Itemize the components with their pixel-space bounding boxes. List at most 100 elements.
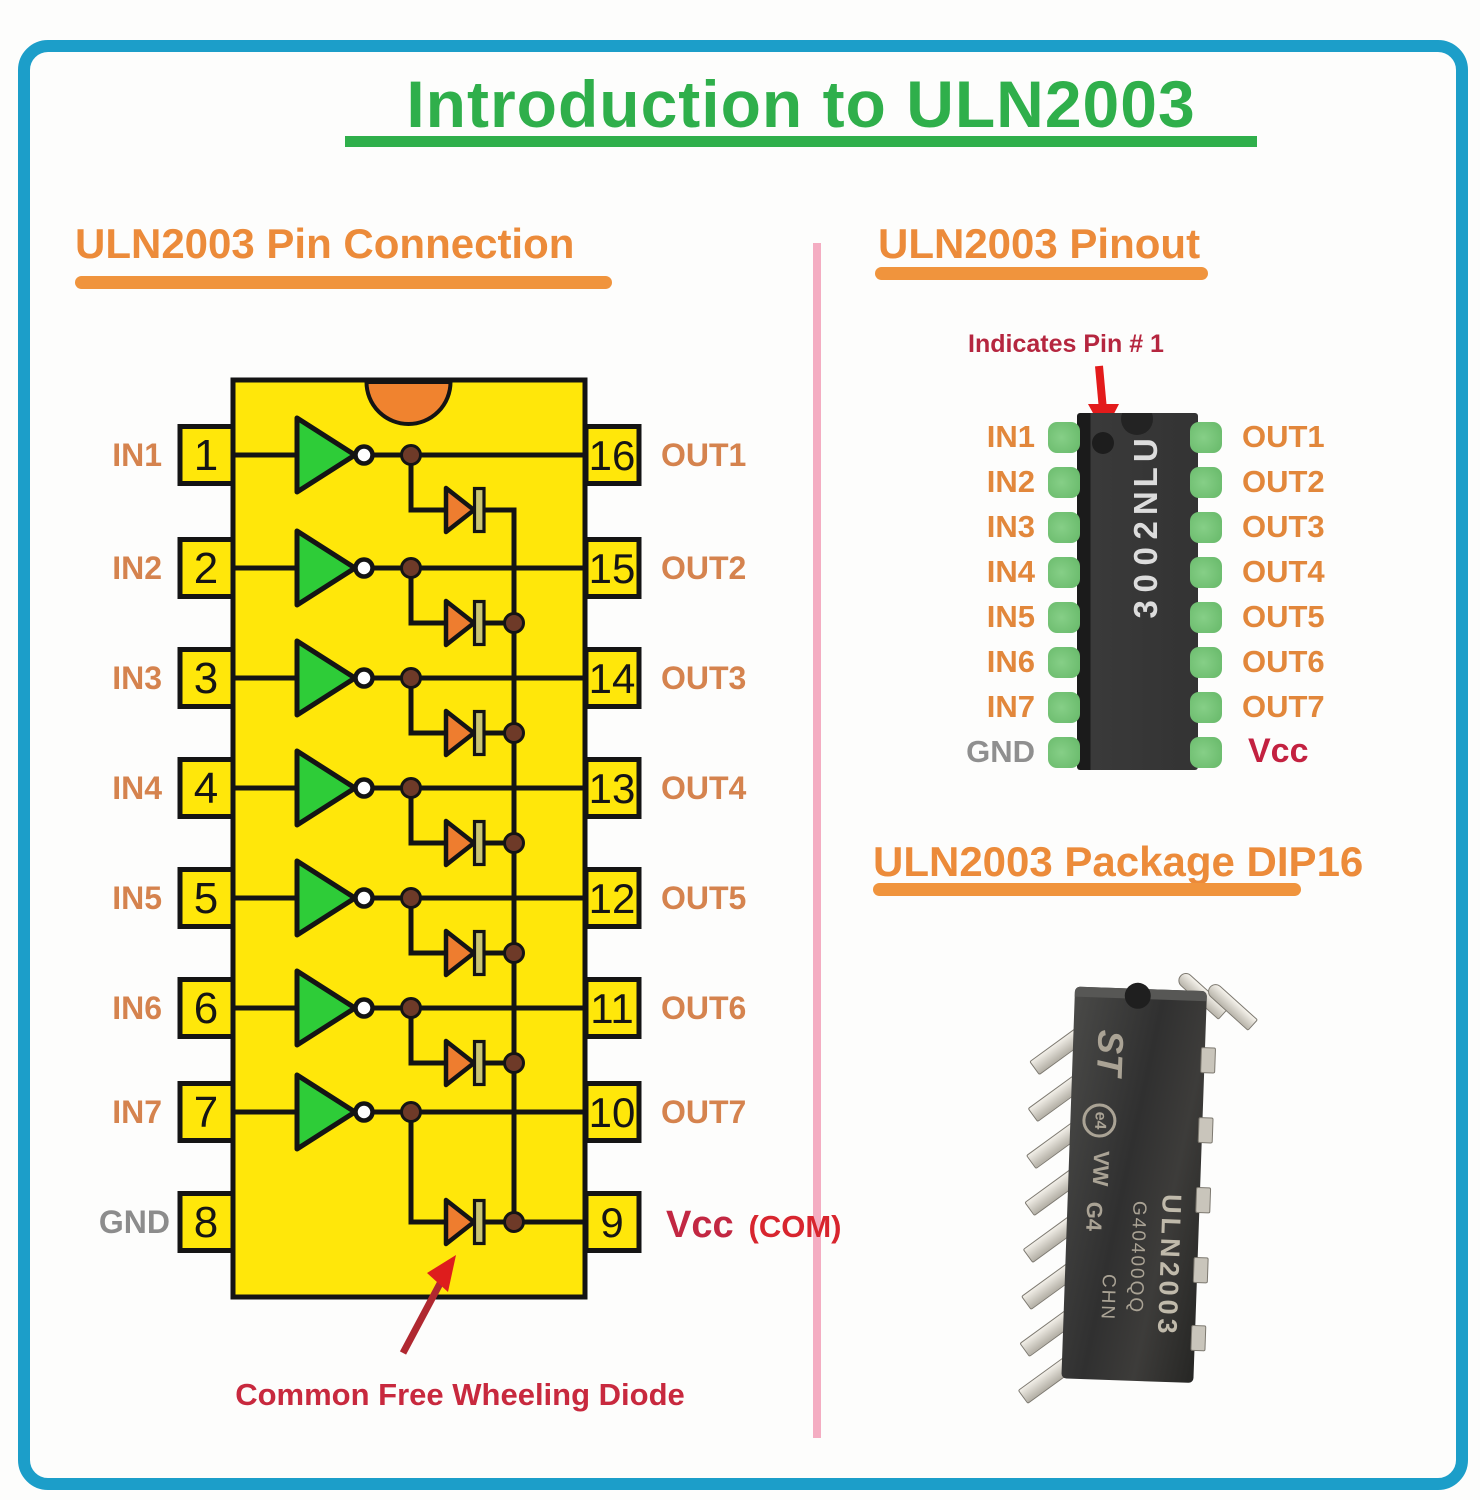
left-pin-numbers: 1 2 3 4 5 6 7 8 [194, 431, 218, 1247]
pin-number: 16 [589, 432, 636, 479]
pinout-heading-underline [875, 267, 1208, 280]
gnd-label: GND [99, 1204, 170, 1240]
pinout-label-gnd: GND [966, 734, 1035, 769]
dip-pin-9 [1190, 737, 1222, 768]
output-label: OUT1 [661, 437, 746, 473]
input-label: IN3 [112, 660, 162, 696]
junction-dots [400, 444, 525, 1233]
pinout-label-out4: OUT4 [1242, 554, 1325, 589]
input-wires [233, 452, 297, 1115]
page-title-underline [345, 136, 1257, 147]
marking-code-b: G4 [1081, 1201, 1108, 1232]
pin-number: 15 [589, 545, 636, 592]
pinout-label-out7: OUT7 [1242, 689, 1325, 724]
freewheel-diodes [443, 485, 477, 1247]
dip-pin-2 [1048, 467, 1080, 498]
pin-number: 11 [590, 985, 634, 1032]
lot-code-marking: G40400QQ [1124, 1200, 1150, 1315]
output-wires [372, 452, 586, 1115]
pin-number: 6 [194, 984, 218, 1033]
pin-number: 3 [194, 654, 218, 703]
pinout-label-out5: OUT5 [1242, 599, 1325, 634]
pinout-label-out2: OUT2 [1242, 464, 1325, 499]
pin1-indicator-dot [1092, 432, 1114, 454]
pinout-label-in2: IN2 [986, 464, 1035, 499]
pin-number: 1 [194, 431, 218, 480]
pinout-label-vcc: Vcc [1248, 732, 1309, 770]
input-labels: IN1 IN2 IN3 IN4 IN5 IN6 IN7 GND [99, 437, 170, 1240]
output-label: OUT2 [661, 550, 746, 586]
right-pin-boxes [583, 424, 642, 1253]
dip-pin-14 [1190, 512, 1222, 543]
output-label: OUT3 [661, 660, 746, 696]
output-label: OUT5 [661, 880, 746, 916]
page-border [18, 40, 1468, 1490]
output-label: OUT7 [661, 1094, 746, 1130]
chip-notch [1121, 413, 1153, 435]
output-label: OUT4 [661, 770, 747, 806]
pinout-label-out1: OUT1 [1242, 419, 1325, 454]
pinout-label-in1: IN1 [986, 419, 1035, 454]
section-divider [813, 243, 821, 1438]
diode-wires [408, 455, 446, 1225]
output-labels: OUT1 OUT2 OUT3 OUT4 OUT5 OUT6 OUT7 Vcc (… [661, 437, 842, 1246]
pin-number: 12 [589, 875, 636, 922]
pin-number: 13 [589, 765, 636, 812]
buffer-triangles [294, 415, 358, 1152]
dip-pin-1 [1048, 422, 1080, 453]
annotation-arrow-head [427, 1255, 456, 1292]
pinout-label-in4: IN4 [986, 554, 1035, 589]
input-label: IN2 [112, 550, 162, 586]
pinout-label-out3: OUT3 [1242, 509, 1325, 544]
pin-number: 9 [600, 1199, 623, 1246]
dip-pin-6 [1048, 647, 1080, 678]
left-pin-boxes [177, 424, 236, 1253]
package-photo: ST e4 VW G4 ULN2003 G40400QQ CHN [1017, 969, 1259, 1408]
pinout-label-in5: IN5 [986, 599, 1035, 634]
pinout-chip-body [1077, 413, 1198, 770]
input-label: IN4 [112, 770, 162, 806]
dip-pin-15 [1190, 467, 1222, 498]
annotation-text: Common Free Wheeling Diode [235, 1377, 685, 1412]
package-lead-tab [1192, 1256, 1209, 1284]
package-body [1061, 986, 1207, 1383]
package-heading-underline [873, 883, 1301, 896]
dip-pin-11 [1190, 647, 1222, 678]
dip-pin-16 [1190, 422, 1222, 453]
callout-arrow-shaft [1095, 365, 1107, 411]
origin-marking: CHN [1096, 1273, 1120, 1322]
freewheel-annotation: Common Free Wheeling Diode [235, 1255, 685, 1412]
pinout-label-in7: IN7 [986, 689, 1035, 724]
marking-code-a: VW [1087, 1150, 1115, 1187]
package-lead-tab [1197, 1117, 1214, 1144]
ic-notch [364, 380, 453, 426]
dip-pin-10 [1190, 692, 1222, 723]
st-logo: ST [1088, 1029, 1132, 1077]
vcc-com-label: Vcc (COM) [666, 1204, 842, 1246]
dip-pin-5 [1048, 602, 1080, 633]
pinout-label-in6: IN6 [986, 644, 1035, 679]
pinout-label-in3: IN3 [986, 509, 1035, 544]
pinout-label-out6: OUT6 [1242, 644, 1325, 679]
dip-pin-4 [1048, 557, 1080, 588]
dip-pin-7 [1048, 692, 1080, 723]
dip-pin-13 [1190, 557, 1222, 588]
circuit-heading-underline [75, 276, 612, 289]
input-label: IN6 [112, 990, 162, 1026]
inverter-bubbles [353, 444, 375, 1123]
part-number-marking: ULN2003 [1151, 1193, 1187, 1339]
dip-pin-8 [1048, 737, 1080, 768]
pinout-section-heading: ULN2003 Pinout [878, 220, 1201, 267]
input-label: IN1 [112, 437, 162, 473]
pin-number: 5 [194, 874, 218, 923]
circuit-section-heading: ULN2003 Pin Connection [75, 220, 575, 267]
diode-cathode-bars [472, 486, 486, 1246]
pin-number: 8 [194, 1198, 218, 1247]
annotation-arrow-shaft [399, 1274, 448, 1355]
pin-number: 7 [194, 1088, 218, 1137]
page-title: Introduction to ULN2003 [406, 67, 1196, 141]
package-lead-tab [1200, 1047, 1217, 1074]
